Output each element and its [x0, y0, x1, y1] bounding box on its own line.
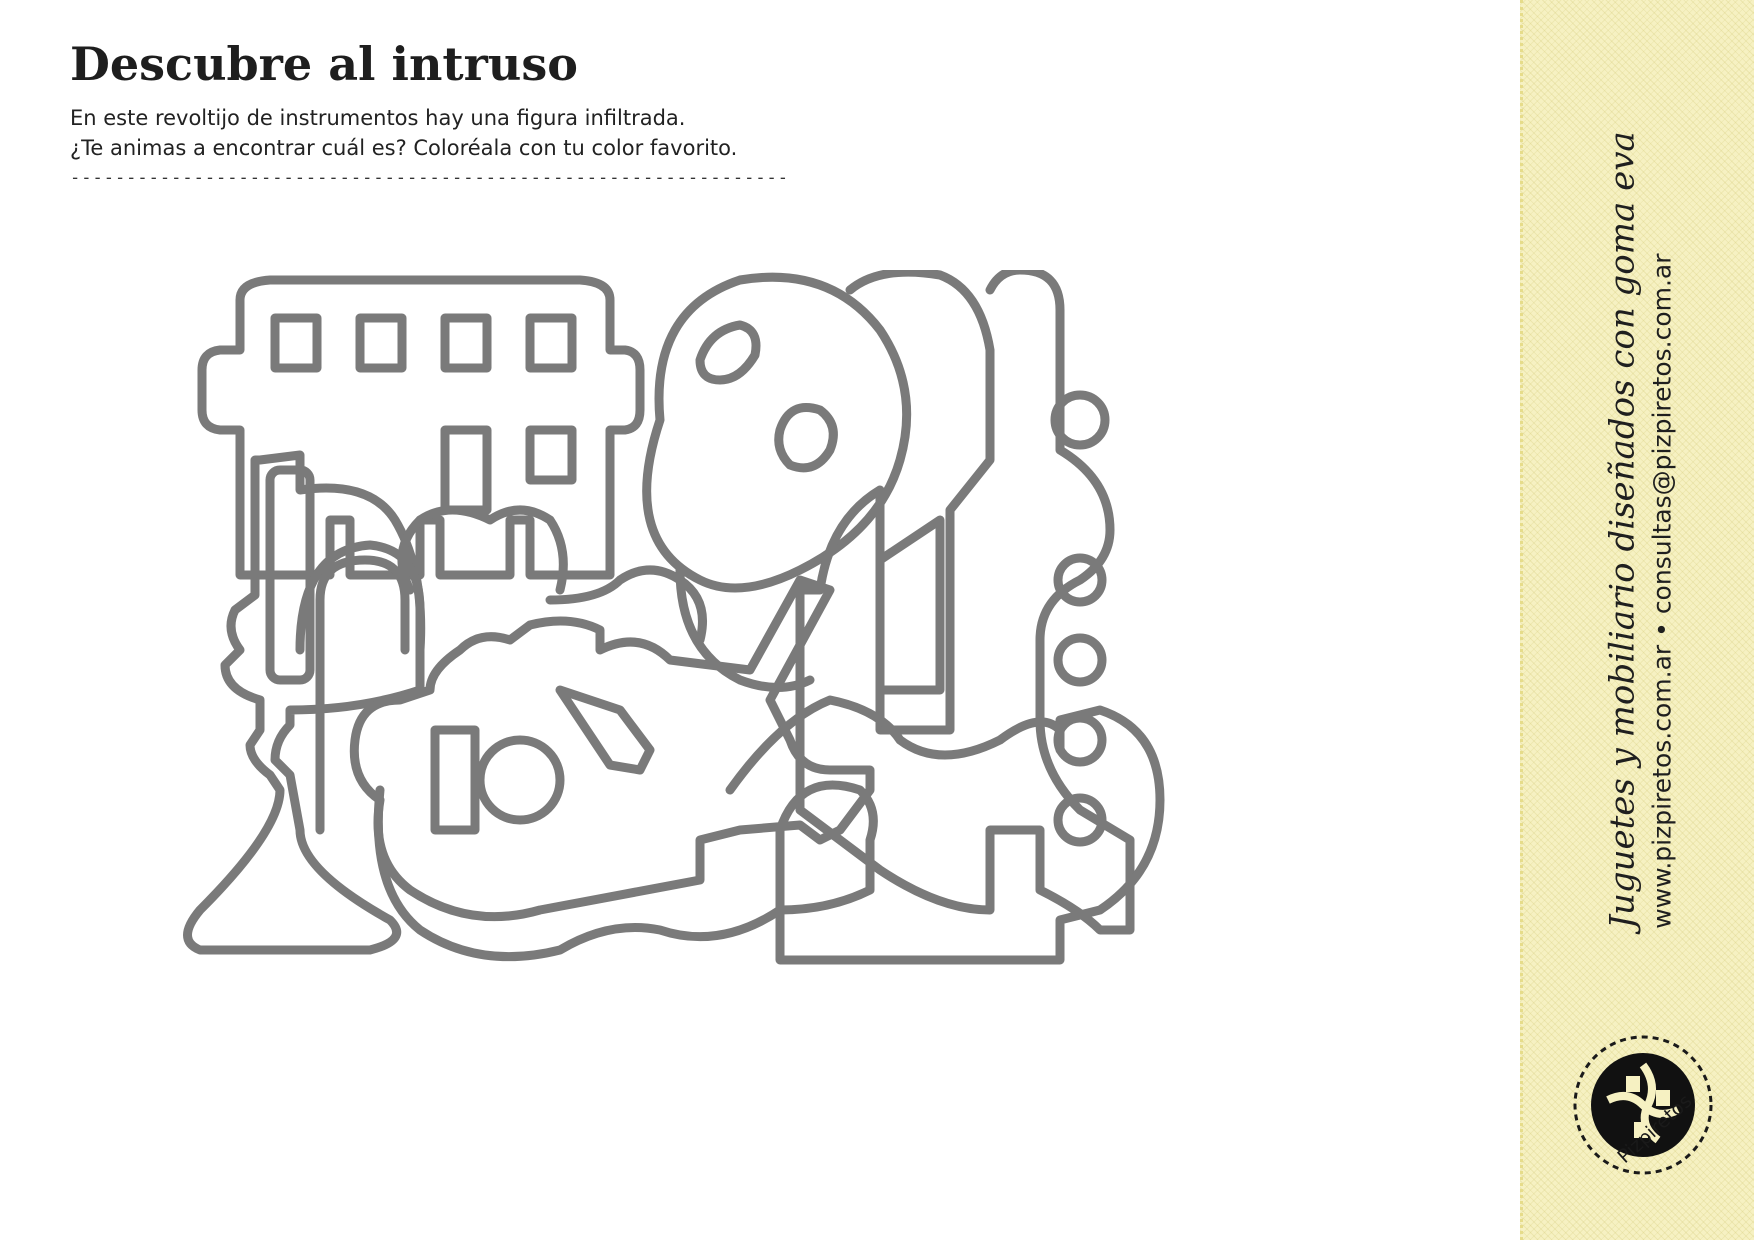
instructions: En este revoltijo de instrumentos hay un… — [70, 103, 830, 164]
brand-sidebar: Juguetes y mobiliario diseñados con goma… — [1520, 0, 1754, 1240]
sidebar-text: Juguetes y mobiliario diseñados con goma… — [1601, 131, 1679, 928]
instruction-line-1: En este revoltijo de instrumentos hay un… — [70, 105, 686, 130]
coloring-outline — [183, 265, 1165, 965]
brand-tagline: Juguetes y mobiliario diseñados con goma… — [1602, 131, 1643, 929]
maraca-outline — [642, 272, 912, 692]
tambourine-outline — [397, 505, 707, 645]
drum-outline — [373, 695, 1165, 965]
instruction-line-2: ¿Te animas a encontrar cuál es? Coloréal… — [70, 136, 738, 161]
instrument-jumble-illustration — [180, 265, 1330, 1100]
brand-contact: www.pizpiretos.com.ar • consultas@pizpir… — [1646, 253, 1676, 929]
pan-flute-outline — [197, 275, 645, 580]
pizpiretos-logo-icon — [1573, 1035, 1713, 1175]
page-title: Descubre al intruso — [70, 37, 578, 91]
guitar-outline — [349, 575, 875, 922]
header: Descubre al intruso En este revoltijo de… — [70, 38, 830, 188]
violin-outline — [795, 265, 1135, 935]
dashed-divider: ----------------------------------------… — [70, 167, 790, 188]
